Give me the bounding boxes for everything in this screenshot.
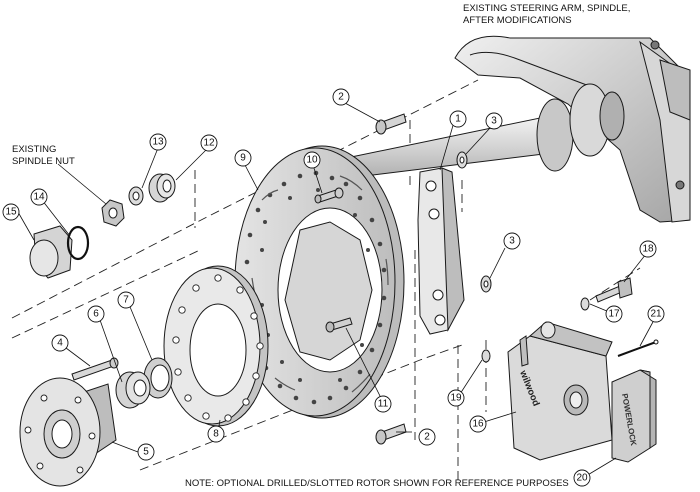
svg-text:17: 17: [608, 309, 620, 320]
rotor-bolt-11: [325, 317, 353, 333]
svg-text:2: 2: [338, 92, 344, 103]
caliper-bolt: [595, 277, 633, 303]
rotor-hat-adapter: [163, 265, 269, 427]
svg-text:3: 3: [509, 236, 515, 247]
svg-text:3: 3: [491, 116, 497, 127]
callout-5: 5: [137, 443, 155, 461]
existing-spindle-nut: [101, 199, 125, 227]
svg-text:7: 7: [123, 295, 129, 306]
svg-text:5: 5: [143, 447, 149, 458]
svg-text:12: 12: [203, 138, 215, 149]
brake-caliper: wilwood: [507, 321, 613, 461]
callout-2-upper: 2: [332, 88, 350, 106]
steering-arm-note-line1: EXISTING STEERING ARM, SPINDLE,: [463, 3, 630, 14]
callout-18: 18: [639, 240, 657, 258]
svg-text:18: 18: [642, 244, 654, 255]
callout-2-lower: 2: [418, 428, 436, 446]
svg-text:4: 4: [57, 338, 63, 349]
callout-3-lower: 3: [503, 232, 521, 250]
callout-10: 10: [303, 151, 321, 169]
caliper-mounting-bracket: [417, 167, 465, 335]
svg-text:10: 10: [306, 155, 318, 166]
shim-washer-lower: [480, 275, 492, 293]
bracket-bolt-lower: [375, 423, 407, 445]
o-ring: [66, 225, 90, 261]
callout-9: 9: [234, 149, 252, 167]
svg-text:9: 9: [240, 153, 246, 164]
svg-text:11: 11: [378, 399, 389, 410]
steering-arm-note-line2: AFTER MODIFICATIONS: [463, 15, 572, 26]
callout-17: 17: [605, 305, 623, 323]
shim-washer-upper: [456, 151, 468, 169]
svg-text:20: 20: [576, 473, 588, 484]
callout-14: 14: [30, 188, 48, 206]
callout-7: 7: [117, 291, 135, 309]
callout-3-upper: 3: [485, 112, 503, 130]
callout-4: 4: [51, 334, 69, 352]
callout-12: 12: [200, 134, 218, 152]
callout-6: 6: [87, 305, 105, 323]
spindle-washer: [128, 186, 144, 206]
svg-text:19: 19: [450, 393, 462, 404]
svg-text:16: 16: [472, 419, 484, 430]
rotor-reference-note: NOTE: OPTIONAL DRILLED/SLOTTED ROTOR SHO…: [185, 478, 569, 489]
wheel-hub: [19, 377, 117, 487]
steering-arm-spindle: [297, 35, 691, 223]
rotor-bolt-10: [314, 187, 344, 204]
callout-8: 8: [207, 425, 225, 443]
callout-20: 20: [573, 469, 591, 487]
brake-pads: POWERLOCK: [611, 369, 657, 463]
svg-text:15: 15: [5, 207, 17, 218]
svg-text:6: 6: [93, 309, 99, 320]
callout-13: 13: [149, 133, 167, 151]
inner-bearing: [115, 371, 151, 409]
caliper-washer-19: [481, 349, 491, 363]
assembly-centerlines: [11, 79, 641, 480]
svg-text:8: 8: [213, 429, 219, 440]
spindle-nut-note-line1: EXISTING: [12, 144, 56, 155]
svg-text:2: 2: [424, 432, 430, 443]
wheel-stud: [71, 357, 119, 381]
callout-1: 1: [449, 110, 467, 128]
svg-text:1: 1: [455, 114, 461, 125]
pad-retaining-pin: [617, 339, 659, 357]
drilled-slotted-rotor: [234, 145, 405, 419]
svg-text:21: 21: [650, 309, 662, 320]
svg-text:14: 14: [33, 192, 45, 203]
bracket-bolt-upper: [375, 113, 407, 135]
callout-15: 15: [2, 203, 20, 221]
callout-19: 19: [447, 389, 465, 407]
spindle-nut-note-line2: SPINDLE NUT: [12, 156, 75, 167]
caliper-washer-17: [580, 297, 590, 311]
callout-16: 16: [469, 415, 487, 433]
callout-21: 21: [647, 305, 665, 323]
svg-text:13: 13: [152, 137, 164, 148]
callout-leaders: [17, 102, 655, 477]
outer-bearing: [148, 173, 176, 203]
dust-cap: [29, 225, 73, 279]
callout-11: 11: [374, 395, 392, 413]
